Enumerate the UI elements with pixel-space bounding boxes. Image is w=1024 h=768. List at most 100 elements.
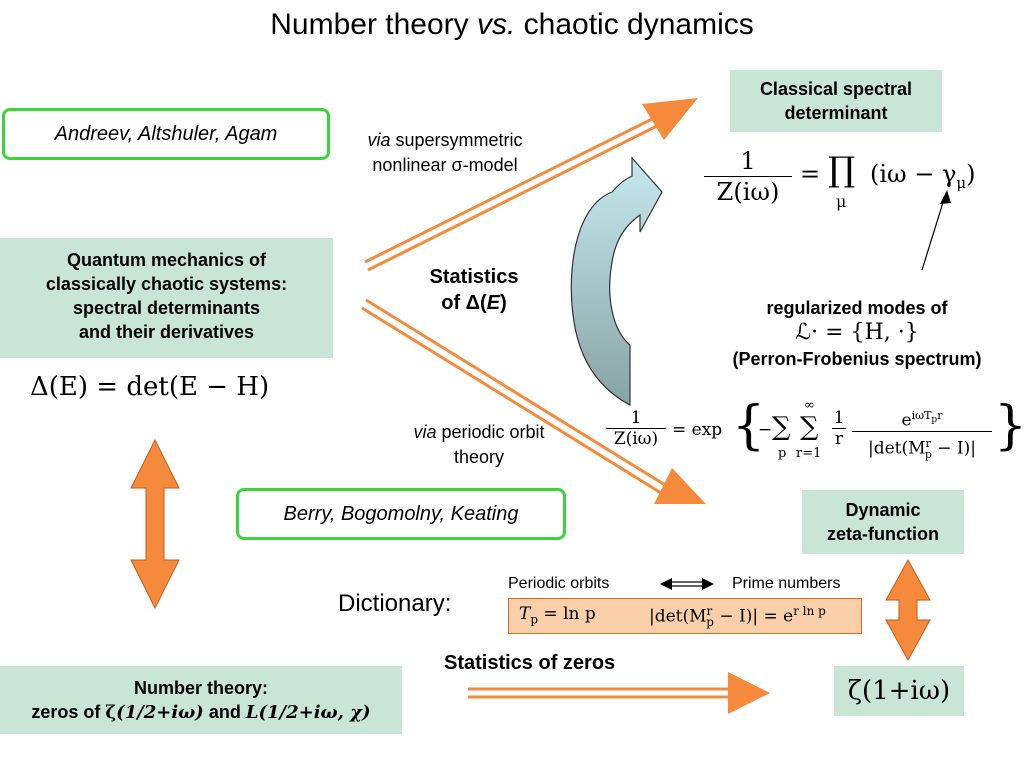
dict-formula1-rest: = ln p (538, 604, 596, 624)
dict-det-sup: r (706, 604, 713, 618)
title-part2: chaotic dynamics (515, 8, 754, 41)
zeta-expansion-formula: 1 Z(iω) = exp { − ∑ p ∞ ∑ r=1 1 r eiωTpr… (606, 396, 1024, 472)
dict-T-sub: p (530, 612, 539, 627)
classical-line2: determinant (784, 103, 888, 123)
authors-top-text: Andreev, Altshuler, Agam (54, 122, 278, 145)
arrow-to-dynamic-zeta (361, 298, 706, 504)
regularized-line1: regularized modes of (766, 298, 948, 318)
title-part1: Number theory (270, 8, 477, 41)
number-theory-box: Number theory: zeros of ζ(1/2+iω) and L(… (0, 666, 402, 734)
classical-eq: = (800, 160, 821, 188)
regularized-modes-block: regularized modes of ℒ· = {H, ·} (Perron… (692, 296, 1022, 372)
quantum-line2: classically chaotic systems: (45, 274, 288, 294)
zeta-sum-r-sup: ∞ (804, 398, 815, 413)
zeta-sum-p-sub: p (778, 446, 787, 461)
number-prefix: zeros of (31, 702, 106, 722)
dict-det-sub: p (706, 615, 714, 630)
statistics-delta-prefix: of Δ( (441, 292, 487, 314)
delta-formula: Δ(E) = det(E − H) (30, 372, 270, 402)
prime-numbers-label: Prime numbers (732, 575, 841, 592)
number-line2: zeros of ζ(1/2+iω) and L(1/2+iω, χ) (0, 700, 402, 725)
regularized-formula: ℒ· = {H, ·} (795, 320, 919, 345)
dynamic-zeta-box: Dynamic zeta-function (802, 490, 964, 554)
dictionary-formula-box: Tp = ln p |det(Mrp − I)| = er ln p (508, 598, 862, 634)
zeta-eq: = exp (672, 420, 723, 440)
via-top-rest: supersymmetric (390, 130, 523, 150)
zeta-sum-r-sub: r=1 (796, 446, 822, 461)
pointer-line (921, 195, 946, 271)
statistics-delta-E: E (486, 292, 501, 314)
dict-formula2-rest: − I)| = e (713, 606, 794, 627)
left-double-arrow (130, 438, 180, 610)
regularized-line3: (Perron-Frobenius spectrum) (732, 349, 982, 369)
zeta-lhs-num: 1 (630, 408, 642, 428)
zeta-frac-num: 1 (833, 408, 845, 428)
via-periodic-orbit-label: via periodic orbit theory (384, 420, 574, 470)
classical-prod: ∏ (828, 150, 856, 190)
dictionary-arrow (660, 578, 714, 590)
zeta-exp-num: eiωTpr (852, 406, 992, 431)
statistics-delta-label: Statistics of Δ(E) (404, 264, 544, 316)
dictionary-label: Dictionary: (338, 590, 452, 617)
zeta-sum-r: ∑ (800, 412, 819, 442)
via-bottom-italic: via (413, 422, 437, 442)
statistics-delta-suffix: ) (500, 292, 507, 314)
classical-prod-sub: μ (836, 192, 847, 211)
via-bottom-line2: theory (453, 447, 505, 467)
zeta-det-sub: p (924, 447, 932, 461)
number-line1: Number theory: (133, 678, 268, 698)
dict-det: |det(M (649, 606, 707, 627)
quantum-line4: and their derivatives (78, 322, 255, 342)
statistics-zeros-label: Statistics of zeros (444, 652, 616, 674)
zeta-frac-den: r (834, 429, 844, 449)
title-vs: vs. (476, 8, 516, 41)
zeta-exp-sup: iωT (911, 409, 932, 422)
classical-rhs-sub: μ (956, 173, 967, 192)
number-L: L (245, 702, 259, 723)
number-and: and (203, 702, 246, 722)
periodic-orbits-label: Periodic orbits (508, 575, 610, 592)
number-arg1: (1/2+iω) (116, 702, 204, 723)
classical-num: 1 (740, 147, 756, 175)
classical-den: Z(iω) (716, 178, 780, 206)
page-title: Number theory vs. chaotic dynamics (0, 8, 1024, 42)
dict-exp: r ln p (793, 604, 826, 618)
zeta-sum-p: ∑ (772, 412, 791, 442)
curved-arrow (570, 156, 663, 406)
quantum-line3: spectral determinants (72, 298, 261, 318)
via-top-italic: via (367, 130, 391, 150)
dict-T: T (519, 604, 531, 624)
classical-determinant-box: Classical spectral determinant (730, 70, 942, 132)
zeta-det: det(M (873, 438, 926, 459)
authors-bottom-box: Berry, Bogomolny, Keating (236, 488, 566, 540)
right-double-arrow (885, 558, 931, 662)
classical-rhs-text: (iω − γ (870, 160, 957, 188)
zeta-brace-left: { (732, 396, 766, 456)
authors-top-box: Andreev, Altshuler, Agam (2, 108, 330, 160)
quantum-mechanics-box: Quantum mechanics of classically chaotic… (0, 238, 333, 358)
number-zeta: ζ (105, 702, 117, 723)
zeta-det-rest: − I) (931, 438, 971, 459)
zeta-det-sup: r (925, 436, 931, 450)
zeta-one-box: ζ(1+iω) (834, 666, 964, 716)
zeta-exp-sup-r: r (937, 409, 943, 422)
via-top-line2: nonlinear σ-model (372, 155, 518, 175)
zeta-det-den: |det(Mrp − I)| (867, 436, 976, 461)
arrow-to-classical-determinant (364, 98, 698, 272)
dict-formula2: |det(Mrp − I)| = er ln p (649, 604, 826, 629)
via-supersymmetric-label: via supersymmetric nonlinear σ-model (340, 128, 550, 178)
classical-line1: Classical spectral (759, 79, 913, 99)
zeta-exp-sup-sub: p (931, 415, 938, 426)
zeta-minus: − (758, 420, 773, 440)
zeta-brace-right: } (994, 396, 1024, 456)
classical-formula: 1 Z(iω) = ∏ μ (iω − γμ) (704, 146, 1004, 216)
statistics-delta-line1: Statistics (429, 266, 519, 288)
authors-bottom-text: Berry, Bogomolny, Keating (283, 502, 519, 525)
classical-rhs-close: ) (966, 160, 976, 188)
via-bottom-rest: periodic orbit (436, 422, 545, 442)
quantum-line1: Quantum mechanics of (66, 250, 267, 270)
dynamic-line2: zeta-function (827, 524, 939, 544)
zeta-lhs-den: Z(iω) (613, 429, 659, 449)
dict-formula1: Tp = ln p (519, 604, 596, 626)
